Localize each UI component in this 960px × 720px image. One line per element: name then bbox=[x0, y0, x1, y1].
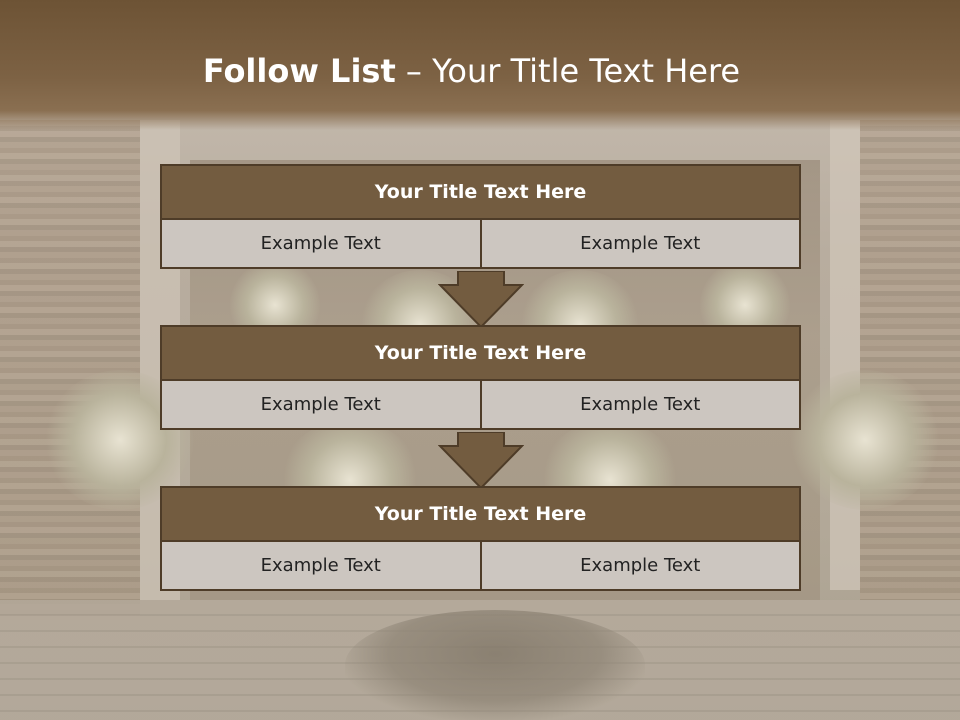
step-cell-right: Example Text bbox=[479, 381, 801, 430]
step-row: Example Text Example Text bbox=[160, 381, 801, 430]
step-cell-right: Example Text bbox=[479, 220, 801, 269]
slide-title-rest: – Your Title Text Here bbox=[395, 52, 741, 90]
stone-wall-right bbox=[860, 120, 960, 600]
step-heading: Your Title Text Here bbox=[160, 325, 801, 381]
step-cell-left: Example Text bbox=[160, 220, 482, 269]
step-block-3: Your Title Text Here Example Text Exampl… bbox=[160, 486, 801, 591]
down-arrow-icon bbox=[438, 271, 524, 329]
flower-arrangement bbox=[790, 370, 940, 510]
title-band bbox=[0, 0, 960, 130]
step-cell-left: Example Text bbox=[160, 381, 482, 430]
step-cell-right: Example Text bbox=[479, 542, 801, 591]
step-row: Example Text Example Text bbox=[160, 220, 801, 269]
step-heading: Your Title Text Here bbox=[160, 164, 801, 220]
column-right bbox=[830, 120, 860, 590]
step-heading: Your Title Text Here bbox=[160, 486, 801, 542]
ornamental-urn bbox=[345, 610, 645, 720]
slide-title-bold: Follow List bbox=[202, 52, 396, 90]
step-row: Example Text Example Text bbox=[160, 542, 801, 591]
step-block-1: Your Title Text Here Example Text Exampl… bbox=[160, 164, 801, 269]
step-cell-left: Example Text bbox=[160, 542, 482, 591]
slide-title: Follow List – Your Title Text Here bbox=[0, 52, 943, 90]
down-arrow-icon bbox=[438, 432, 524, 490]
step-block-2: Your Title Text Here Example Text Exampl… bbox=[160, 325, 801, 430]
